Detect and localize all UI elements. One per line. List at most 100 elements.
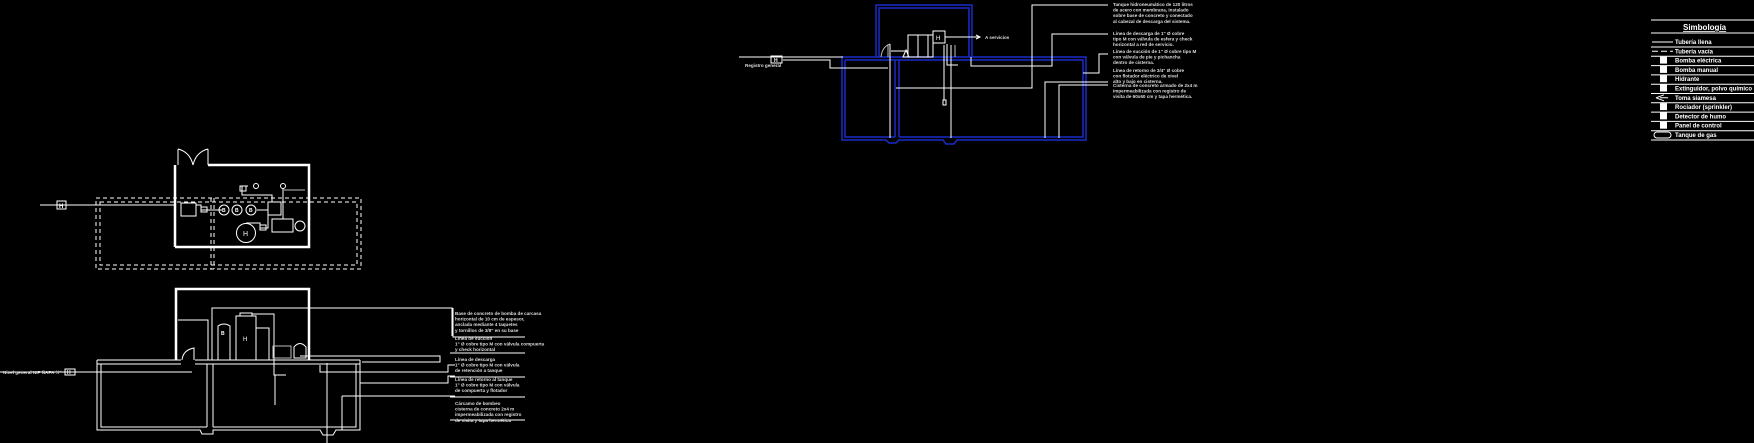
valve-label: H (774, 58, 778, 64)
legend-item: Hidrante (1651, 75, 1754, 85)
tank-icon (917, 34, 929, 58)
legend-item: Tanque de gas (1651, 131, 1754, 141)
legend-label: Rociador (sprinkler) (1675, 105, 1732, 111)
gauge-icon (280, 183, 286, 189)
hydro-tank-label: H (243, 231, 248, 238)
note-underlines (450, 308, 525, 421)
valve-label: H (67, 370, 71, 376)
annotation-line: Cisterna de concreto armado de 2x4 m (1113, 83, 1198, 88)
gas-tank-icon (1653, 131, 1672, 139)
tank-label: H (243, 337, 247, 343)
annotation-line: 1" Ø cobre tipo M con válvula compuerta (455, 342, 545, 347)
legend-item: Rociador (sprinkler) (1651, 103, 1754, 113)
annotation-line: Línea de retorno al tanque (455, 377, 513, 382)
annotation-line: 1" Ø cobre tipo M con válvula (455, 383, 520, 388)
pump-room-walls (173, 163, 311, 249)
annotation-line: al cabezal de descarga del sistema. (1113, 19, 1190, 24)
valve-icon (259, 224, 267, 231)
annotation-line: con flotador eléctrico de nivel (1113, 74, 1178, 79)
legend-label: Bomba manual (1675, 68, 1718, 74)
plan-view: H B B B H (40, 148, 362, 270)
manual-pump-icon (1660, 65, 1667, 73)
pipe (252, 313, 286, 376)
legend-label: Toma siamesa (1675, 96, 1717, 102)
valve-icon (770, 55, 783, 64)
legend-label: Tanque de gas (1675, 133, 1717, 139)
annotation-line: Línea de succión (455, 336, 492, 341)
tank-icon (907, 34, 919, 58)
valve-icon (56, 200, 67, 210)
leader-lines (896, 4, 1108, 138)
annotation-line: horizontal a red de servicio. (1113, 42, 1174, 47)
suction-pipe (196, 204, 222, 211)
annotation-line: cisterna de concreto 2x4 m (455, 407, 514, 412)
hydrant-icon (1660, 75, 1667, 83)
wall-line (178, 319, 209, 360)
inlet-label: Registro general (745, 63, 781, 68)
annotation-line: y check horizontal (455, 347, 495, 352)
legend-label: Detector de humo (1675, 114, 1726, 120)
annotation-line: Cárcamo de bombeo (455, 401, 501, 406)
annotation-line: tipo M con válvula de esfera y check (1113, 37, 1193, 42)
strainer-box (180, 202, 197, 217)
header-box (267, 201, 282, 216)
annotation-line: Tanque hidroneumático de 120 litros (1113, 2, 1193, 7)
annotation-line: de compuerta y flotador (455, 388, 508, 393)
annotation-line: anclada mediante 4 taquetes (455, 322, 518, 327)
pump-icon (231, 204, 243, 216)
slab (97, 359, 360, 365)
legend-item: Bomba eléctrica (1651, 56, 1754, 67)
pump-room-section (174, 287, 311, 360)
gauge-icon (253, 183, 259, 189)
annotation-line: de retención a tanque (455, 368, 503, 373)
elevation-left: H B H Nivel general NIP ÑAPA ½" (0, 287, 525, 443)
valve-icon (64, 368, 76, 376)
hatch-door (181, 347, 195, 361)
annotation-line: 1" Ø cobre tipo M con válvula (455, 363, 520, 368)
cistern-inner (100, 364, 357, 428)
legend-label: Tubería vacía (1675, 49, 1714, 55)
annotation-line: visita de 60x60 cm y tapa hermética. (1113, 94, 1192, 99)
leader-lines (319, 363, 455, 443)
cistern-outline-inner (99, 201, 358, 266)
electric-pump-icon (1660, 56, 1667, 64)
valve-icon (239, 185, 247, 192)
annotation-line: de visita y tapa hermética (455, 418, 511, 423)
foot-valve-icon (942, 99, 947, 106)
outlet-pipe (943, 34, 982, 101)
outlet-label: A servicios (985, 35, 1010, 40)
pump-room-section (875, 4, 973, 57)
hatch-door (880, 43, 891, 58)
pump-label: B (222, 208, 226, 214)
annotation-line: impermeabilizada con registro de (1113, 89, 1186, 94)
elevation-top: H Registro general H A servicios (739, 4, 1108, 145)
pump-icon (218, 204, 230, 216)
cistern-section (841, 56, 1087, 145)
supports (887, 45, 956, 57)
annotation-line: sobre base de concreto y conectado (1113, 13, 1193, 18)
tank-pipe (246, 215, 269, 229)
tank-label: H (936, 36, 940, 42)
legend-label: Extinguidor, polvo químico seco (1675, 87, 1754, 93)
door-icon (177, 148, 209, 166)
annotation-line: Línea de retorno de 3/4" Ø cobre (1113, 68, 1185, 73)
annotation-line: de acero con membrana, instalado (1113, 8, 1189, 13)
legend-label: Bomba eléctrica (1675, 59, 1722, 65)
legend-item: Extinguidor, polvo químico seco (1651, 84, 1754, 94)
annotation-line: Línea de descarga (455, 357, 496, 362)
pump-label: B (249, 208, 253, 214)
valve-label: H (59, 204, 63, 210)
control-panel-icon (271, 218, 294, 233)
annotation-line: impermeabilizada con registro (455, 412, 522, 417)
annotation-line: Base de concreto de bomba de carcasa (455, 311, 542, 316)
legend-label: Tubería llena (1675, 40, 1712, 46)
annotation-line: dentro de cisterna. (1113, 60, 1154, 65)
gas-tank-icon (293, 343, 307, 359)
legend-item: Detector de humo (1651, 112, 1754, 122)
cistern-section (96, 360, 361, 436)
legend-label: Hidrante (1675, 77, 1700, 83)
legend-label: Panel de control (1675, 124, 1722, 130)
annotation-line: con válvula de pie y pichancha (1113, 55, 1181, 60)
pump-label: B (235, 208, 239, 214)
